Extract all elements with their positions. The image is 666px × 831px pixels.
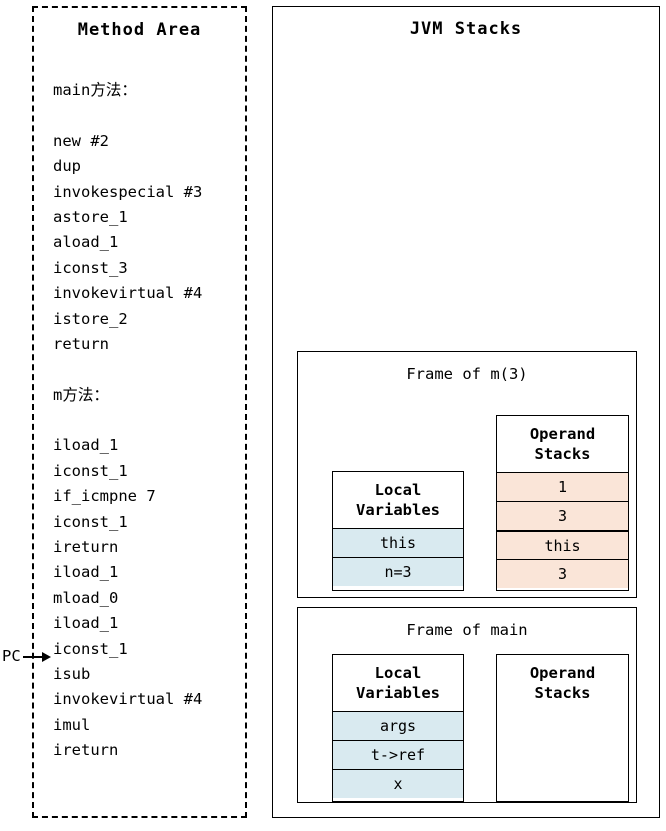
bytecode-instruction: ireturn xyxy=(53,538,119,557)
stack-slot: args xyxy=(333,711,463,740)
method-area-title: Method Area xyxy=(77,20,202,40)
pc-pointer: PC xyxy=(0,645,60,669)
bytecode-instruction: isub xyxy=(53,664,91,683)
stack-slot: 3 xyxy=(497,501,628,530)
method-label: main方法： xyxy=(53,81,137,99)
bytecode-instruction: iconst_3 xyxy=(53,258,128,277)
bytecode-instruction: ireturn xyxy=(53,741,119,760)
local-variables-header: Local Variables xyxy=(333,472,463,528)
bytecode-instruction: if_icmpne 7 xyxy=(53,487,156,506)
method-area-panel: Method Area main方法： new #2 dup invokespeci… xyxy=(32,6,247,818)
stack-slot: this xyxy=(497,530,628,559)
jvm-stacks-title: JVM Stacks xyxy=(409,19,523,39)
bytecode-instruction: mload_0 xyxy=(53,588,119,607)
code-spacer xyxy=(53,103,245,128)
bytecode-instruction: return xyxy=(53,334,109,353)
jvm-stacks-panel: JVM Stacks Frame of m(3) Local Variables… xyxy=(272,6,660,818)
frame-main-operand-stacks: Operand Stacks xyxy=(496,654,629,802)
stack-slot: x xyxy=(333,769,463,798)
bytecode-instruction: invokespecial #3 xyxy=(53,182,203,201)
method-label: m方法： xyxy=(53,385,109,404)
bytecode-instruction: invokevirtual #4 xyxy=(53,690,203,709)
bytecode-instruction: iconst_1 xyxy=(53,512,128,531)
stack-slot: t->ref xyxy=(333,740,463,769)
bytecode-instruction: astore_1 xyxy=(53,207,128,226)
bytecode-instruction: imul xyxy=(53,715,91,734)
bytecode-instruction: istore_2 xyxy=(53,309,128,328)
code-spacer xyxy=(53,357,245,382)
frame-m3-title: Frame of m(3) xyxy=(406,365,528,383)
bytecode-instruction: iload_1 xyxy=(53,614,119,633)
bytecode-instruction: new #2 xyxy=(53,131,109,150)
pc-arrow-icon xyxy=(22,651,53,663)
code-spacer xyxy=(53,408,245,433)
operand-stacks-header: Operand Stacks xyxy=(497,416,628,472)
stack-slot: n=3 xyxy=(333,557,463,586)
bytecode-instruction: iload_1 xyxy=(53,563,119,582)
bytecode-instruction: dup xyxy=(53,157,81,176)
bytecode-instruction: iconst_1 xyxy=(53,639,128,658)
operand-stacks-header: Operand Stacks xyxy=(497,655,628,711)
frame-main-title: Frame of main xyxy=(406,621,528,639)
bytecode-instruction: invokevirtual #4 xyxy=(53,284,203,303)
bytecode-instruction: aload_1 xyxy=(53,233,119,252)
bytecode-instruction: iload_1 xyxy=(53,436,119,455)
method-area-code-list: main方法： new #2 dup invokespecial #3 astore_… xyxy=(34,78,245,764)
stack-slot: 3 xyxy=(497,559,628,588)
stack-slot: this xyxy=(333,528,463,557)
bytecode-instruction: iconst_1 xyxy=(53,461,128,480)
local-variables-header: Local Variables xyxy=(333,655,463,711)
pc-label: PC xyxy=(2,647,21,666)
stack-slot: 1 xyxy=(497,472,628,501)
